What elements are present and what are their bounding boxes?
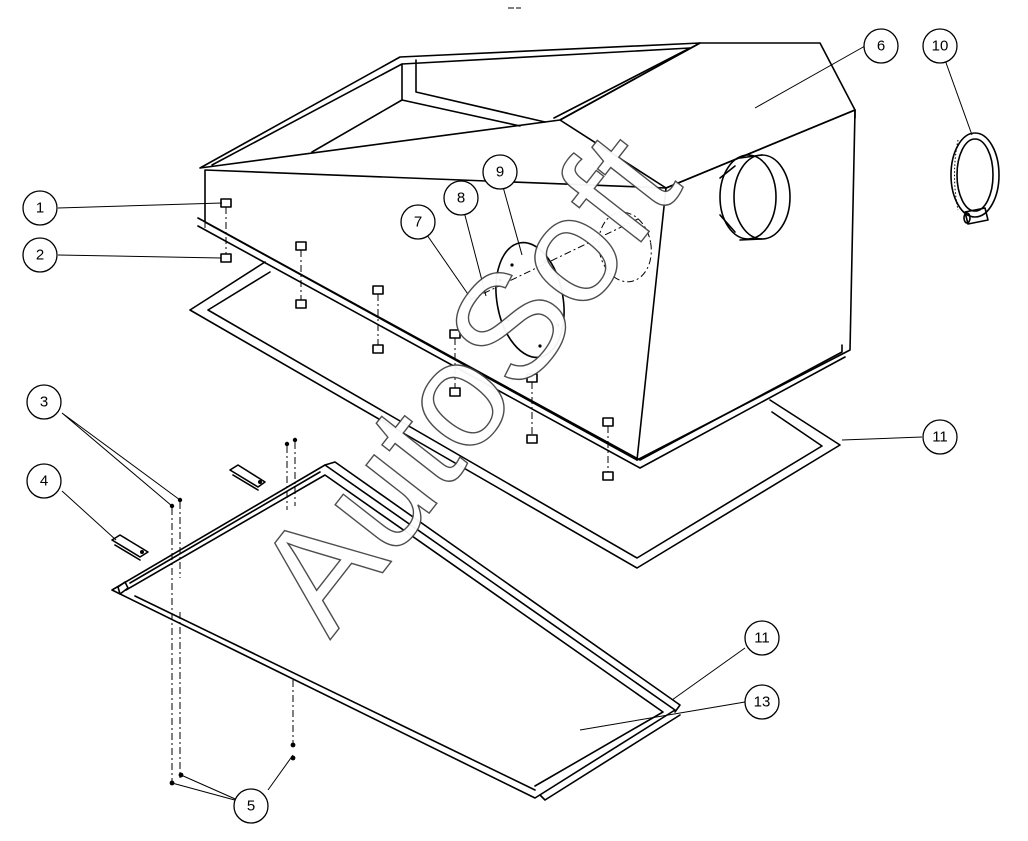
clips: [111, 464, 266, 561]
callout-1: 1: [22, 190, 58, 226]
tray-screws: [169, 437, 298, 786]
callout-4-label: 4: [40, 473, 48, 490]
callout-9-label: 9: [496, 164, 504, 181]
callout-11-tray-label: 11: [754, 630, 770, 647]
callout-7-label: 7: [414, 214, 422, 231]
callout-9: 9: [482, 154, 518, 190]
callout-11-gasket-label: 11: [932, 429, 948, 446]
callout-3-label: 3: [40, 394, 48, 411]
filter-tray: [111, 461, 681, 801]
callout-4: 4: [26, 463, 62, 499]
callout-5-label: 5: [247, 798, 255, 815]
callout-3: 3: [26, 384, 62, 420]
callout-2-label: 2: [36, 247, 44, 264]
callout-8: 8: [443, 180, 479, 216]
access-plate: [469, 211, 652, 359]
callout-10-label: 10: [932, 38, 949, 55]
callout-11-tray: 11: [744, 620, 780, 656]
callout-13: 13: [744, 684, 780, 720]
callout-11-gasket: 11: [922, 419, 958, 455]
callout-13-label: 13: [754, 694, 771, 711]
callout-6: 6: [863, 28, 899, 64]
callout-2: 2: [22, 237, 58, 273]
callout-5: 5: [233, 788, 269, 824]
callout-8-label: 8: [457, 190, 465, 207]
callout-7: 7: [400, 204, 436, 240]
hose-clamp: [950, 132, 1000, 225]
callout-6-label: 6: [877, 38, 885, 55]
flange-fasteners: [220, 198, 614, 481]
gasket-frame: [189, 261, 841, 569]
callout-1-label: 1: [36, 200, 44, 217]
callout-10: 10: [922, 28, 958, 64]
